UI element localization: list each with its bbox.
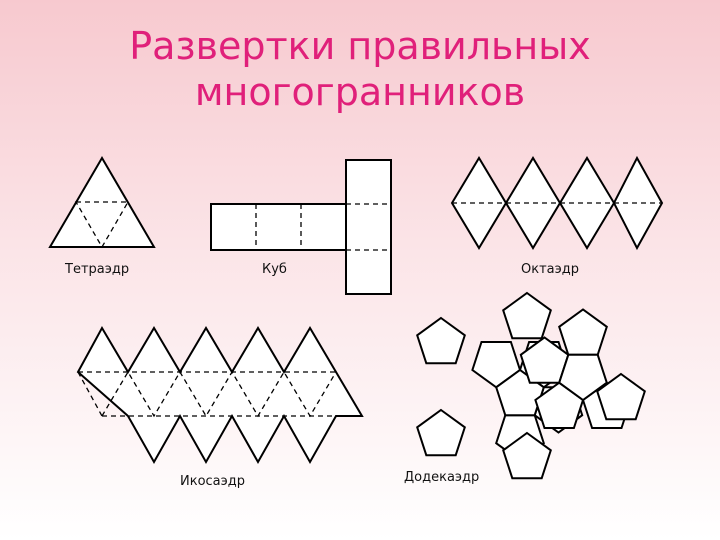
octahedron-label: Октаэдр xyxy=(521,262,579,277)
dodeca-flower-b-center-folds xyxy=(558,354,608,401)
tetrahedron-fold-lines xyxy=(74,201,130,249)
ico-fold-zigzag xyxy=(101,370,337,418)
tetrahedron-label: Тетраэдр xyxy=(65,262,130,277)
page-title-line-2: многогранников xyxy=(194,70,526,114)
cube-label: Куб xyxy=(262,262,287,277)
dodeca-left-face xyxy=(416,316,466,365)
page-title-line-1: Развертки правильных xyxy=(129,24,591,68)
dodecahedron-label: Додекаэдр xyxy=(404,470,480,485)
dodeca-right-face xyxy=(596,372,646,421)
dodeca-bottom-face xyxy=(502,431,552,480)
dodeca-top-face xyxy=(502,291,552,340)
dodeca-flower-b-face-3 xyxy=(558,308,608,356)
dodeca-bottom-left-face xyxy=(416,408,466,457)
icosahedron-label: Икосаэдр xyxy=(180,474,246,489)
icosahedron-outline xyxy=(76,325,364,465)
dodeca-flower-a-center-folds xyxy=(495,369,545,416)
